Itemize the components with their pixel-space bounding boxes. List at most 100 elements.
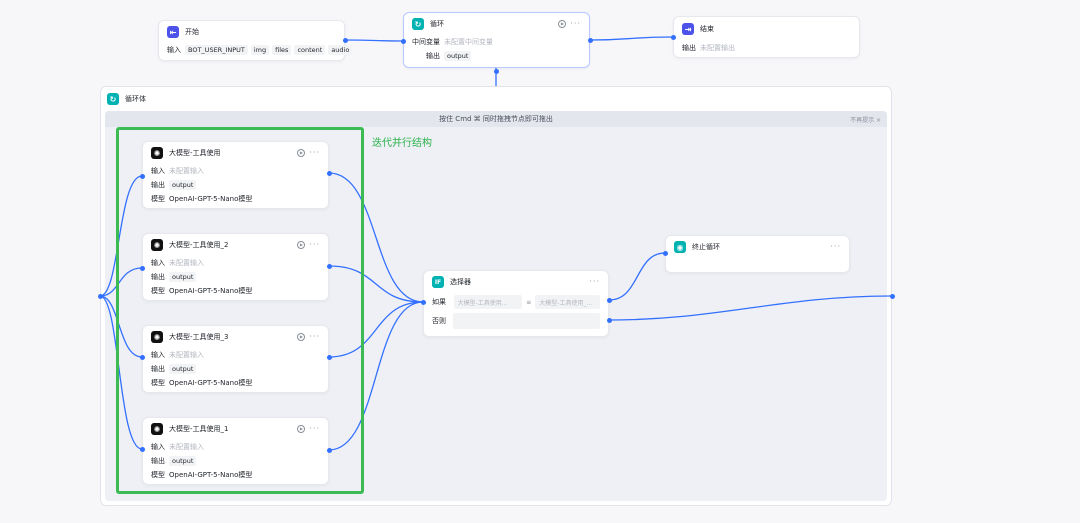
output-placeholder: 未配置输出 — [700, 44, 735, 52]
more-icon[interactable]: ··· — [570, 19, 581, 28]
port[interactable] — [587, 37, 593, 43]
port[interactable] — [670, 34, 676, 40]
port[interactable] — [889, 293, 895, 299]
drag-hint-text: 按住 Cmd ⌘ 同时拖拽节点即可拖出 — [439, 115, 553, 123]
input-placeholder: 未配置输入 — [169, 351, 204, 359]
port[interactable] — [400, 38, 406, 44]
model-label: 模型 — [151, 471, 165, 479]
else-branch-field[interactable] — [453, 313, 600, 329]
more-icon[interactable]: ··· — [309, 424, 320, 433]
loop-body-title: 循环体 — [125, 95, 146, 103]
output-tag: output — [169, 456, 197, 466]
output-tag: output — [444, 51, 472, 61]
port[interactable] — [606, 297, 612, 303]
output-tag: output — [169, 272, 197, 282]
port[interactable] — [139, 173, 145, 179]
port[interactable] — [606, 317, 612, 323]
selector-node[interactable]: IF 选择器 ··· 如果 大模型-工具使用... ≡ 大模型-工具使用_...… — [423, 270, 609, 337]
model-label: 模型 — [151, 379, 165, 387]
port[interactable] — [139, 354, 145, 360]
parallel-structure-label: 迭代并行结构 — [372, 138, 432, 149]
node-title: 开始 — [185, 28, 199, 36]
port[interactable] — [342, 37, 348, 43]
input-label: 输入 — [167, 46, 181, 54]
if-icon: IF — [432, 276, 444, 288]
if-label: 如果 — [432, 298, 446, 306]
input-placeholder: 未配置输入 — [169, 259, 204, 267]
port[interactable] — [662, 250, 668, 256]
node-title: 结束 — [700, 25, 714, 33]
output-label: 输出 — [151, 273, 165, 281]
port[interactable] — [326, 447, 332, 453]
input-label: 输入 — [151, 351, 165, 359]
output-tag: output — [169, 364, 197, 374]
more-icon[interactable]: ··· — [309, 240, 320, 249]
node-title: 大模型-工具使用_1 — [169, 425, 229, 433]
more-icon[interactable]: ··· — [589, 277, 600, 286]
port[interactable] — [326, 263, 332, 269]
node-title: 大模型-工具使用_3 — [169, 333, 229, 341]
input-label: 输入 — [151, 167, 165, 175]
input-tag: BOT_USER_INPUT — [185, 45, 248, 55]
model-label: 模型 — [151, 287, 165, 295]
start-node[interactable]: ⇤ 开始 输入 BOT_USER_INPUT img files content… — [158, 20, 353, 61]
openai-icon: ✺ — [151, 423, 163, 435]
input-label: 输入 — [151, 259, 165, 267]
run-icon[interactable]: ▶ — [297, 149, 306, 157]
input-placeholder: 未配置输入 — [169, 443, 204, 451]
run-icon[interactable]: ▶ — [297, 425, 306, 433]
drag-hint-bar: 按住 Cmd ⌘ 同时拖拽节点即可拖出 不再提示 × — [105, 111, 887, 127]
left-operand-field[interactable]: 大模型-工具使用... — [453, 295, 523, 309]
more-icon[interactable]: ··· — [309, 332, 320, 341]
port[interactable] — [139, 446, 145, 452]
stop-icon: ◉ — [674, 241, 686, 253]
run-icon[interactable]: ▶ — [297, 241, 306, 249]
port[interactable] — [326, 354, 332, 360]
run-icon[interactable]: ▶ — [297, 333, 306, 341]
node-title: 循环 — [430, 20, 444, 28]
more-icon[interactable]: ··· — [830, 242, 841, 251]
model-label: 模型 — [151, 195, 165, 203]
dismiss-hint-button[interactable]: 不再提示 × — [850, 116, 881, 124]
node-title: 终止循环 — [692, 243, 720, 251]
operator-select[interactable]: ≡ — [526, 298, 532, 306]
run-icon[interactable]: ▶ — [558, 20, 567, 28]
end-icon: ⇥ — [682, 23, 694, 35]
terminate-loop-node[interactable]: ◉ 终止循环 ··· — [665, 235, 850, 273]
node-title: 大模型-工具使用_2 — [169, 241, 229, 249]
more-icon[interactable]: ··· — [309, 148, 320, 157]
var-placeholder: 未配置中间变量 — [444, 38, 493, 46]
input-label: 输入 — [151, 443, 165, 451]
model-value: OpenAI-GPT-5-Nano模型 — [169, 287, 253, 295]
connector-start-loop — [344, 39, 404, 42]
loop-body-icon: ↻ — [107, 93, 119, 105]
node-title: 选择器 — [450, 278, 471, 286]
end-node[interactable]: ⇥ 结束 输出 未配置输出 — [673, 16, 860, 58]
port[interactable] — [139, 265, 145, 271]
node-title: 大模型-工具使用 — [169, 149, 221, 157]
output-label: 输出 — [151, 181, 165, 189]
loop-node[interactable]: ↻ 循环 ▶ ··· 中间变量 未配置中间变量 输出 output — [403, 12, 590, 68]
output-tag: output — [169, 180, 197, 190]
else-label: 否则 — [432, 317, 446, 325]
right-operand-field[interactable]: 大模型-工具使用_... — [535, 295, 600, 309]
connector-loop-end — [589, 36, 674, 41]
port[interactable] — [493, 68, 499, 74]
input-tag: audio — [328, 45, 353, 55]
loop-icon: ↻ — [412, 18, 424, 30]
model-value: OpenAI-GPT-5-Nano模型 — [169, 195, 253, 203]
input-placeholder: 未配置输入 — [169, 167, 204, 175]
port[interactable] — [420, 299, 426, 305]
start-icon: ⇤ — [167, 26, 179, 38]
output-label: 输出 — [426, 52, 440, 60]
output-label: 输出 — [151, 365, 165, 373]
port[interactable] — [97, 293, 103, 299]
var-label: 中间变量 — [412, 38, 440, 46]
input-tag: img — [250, 45, 270, 55]
port[interactable] — [326, 170, 332, 176]
